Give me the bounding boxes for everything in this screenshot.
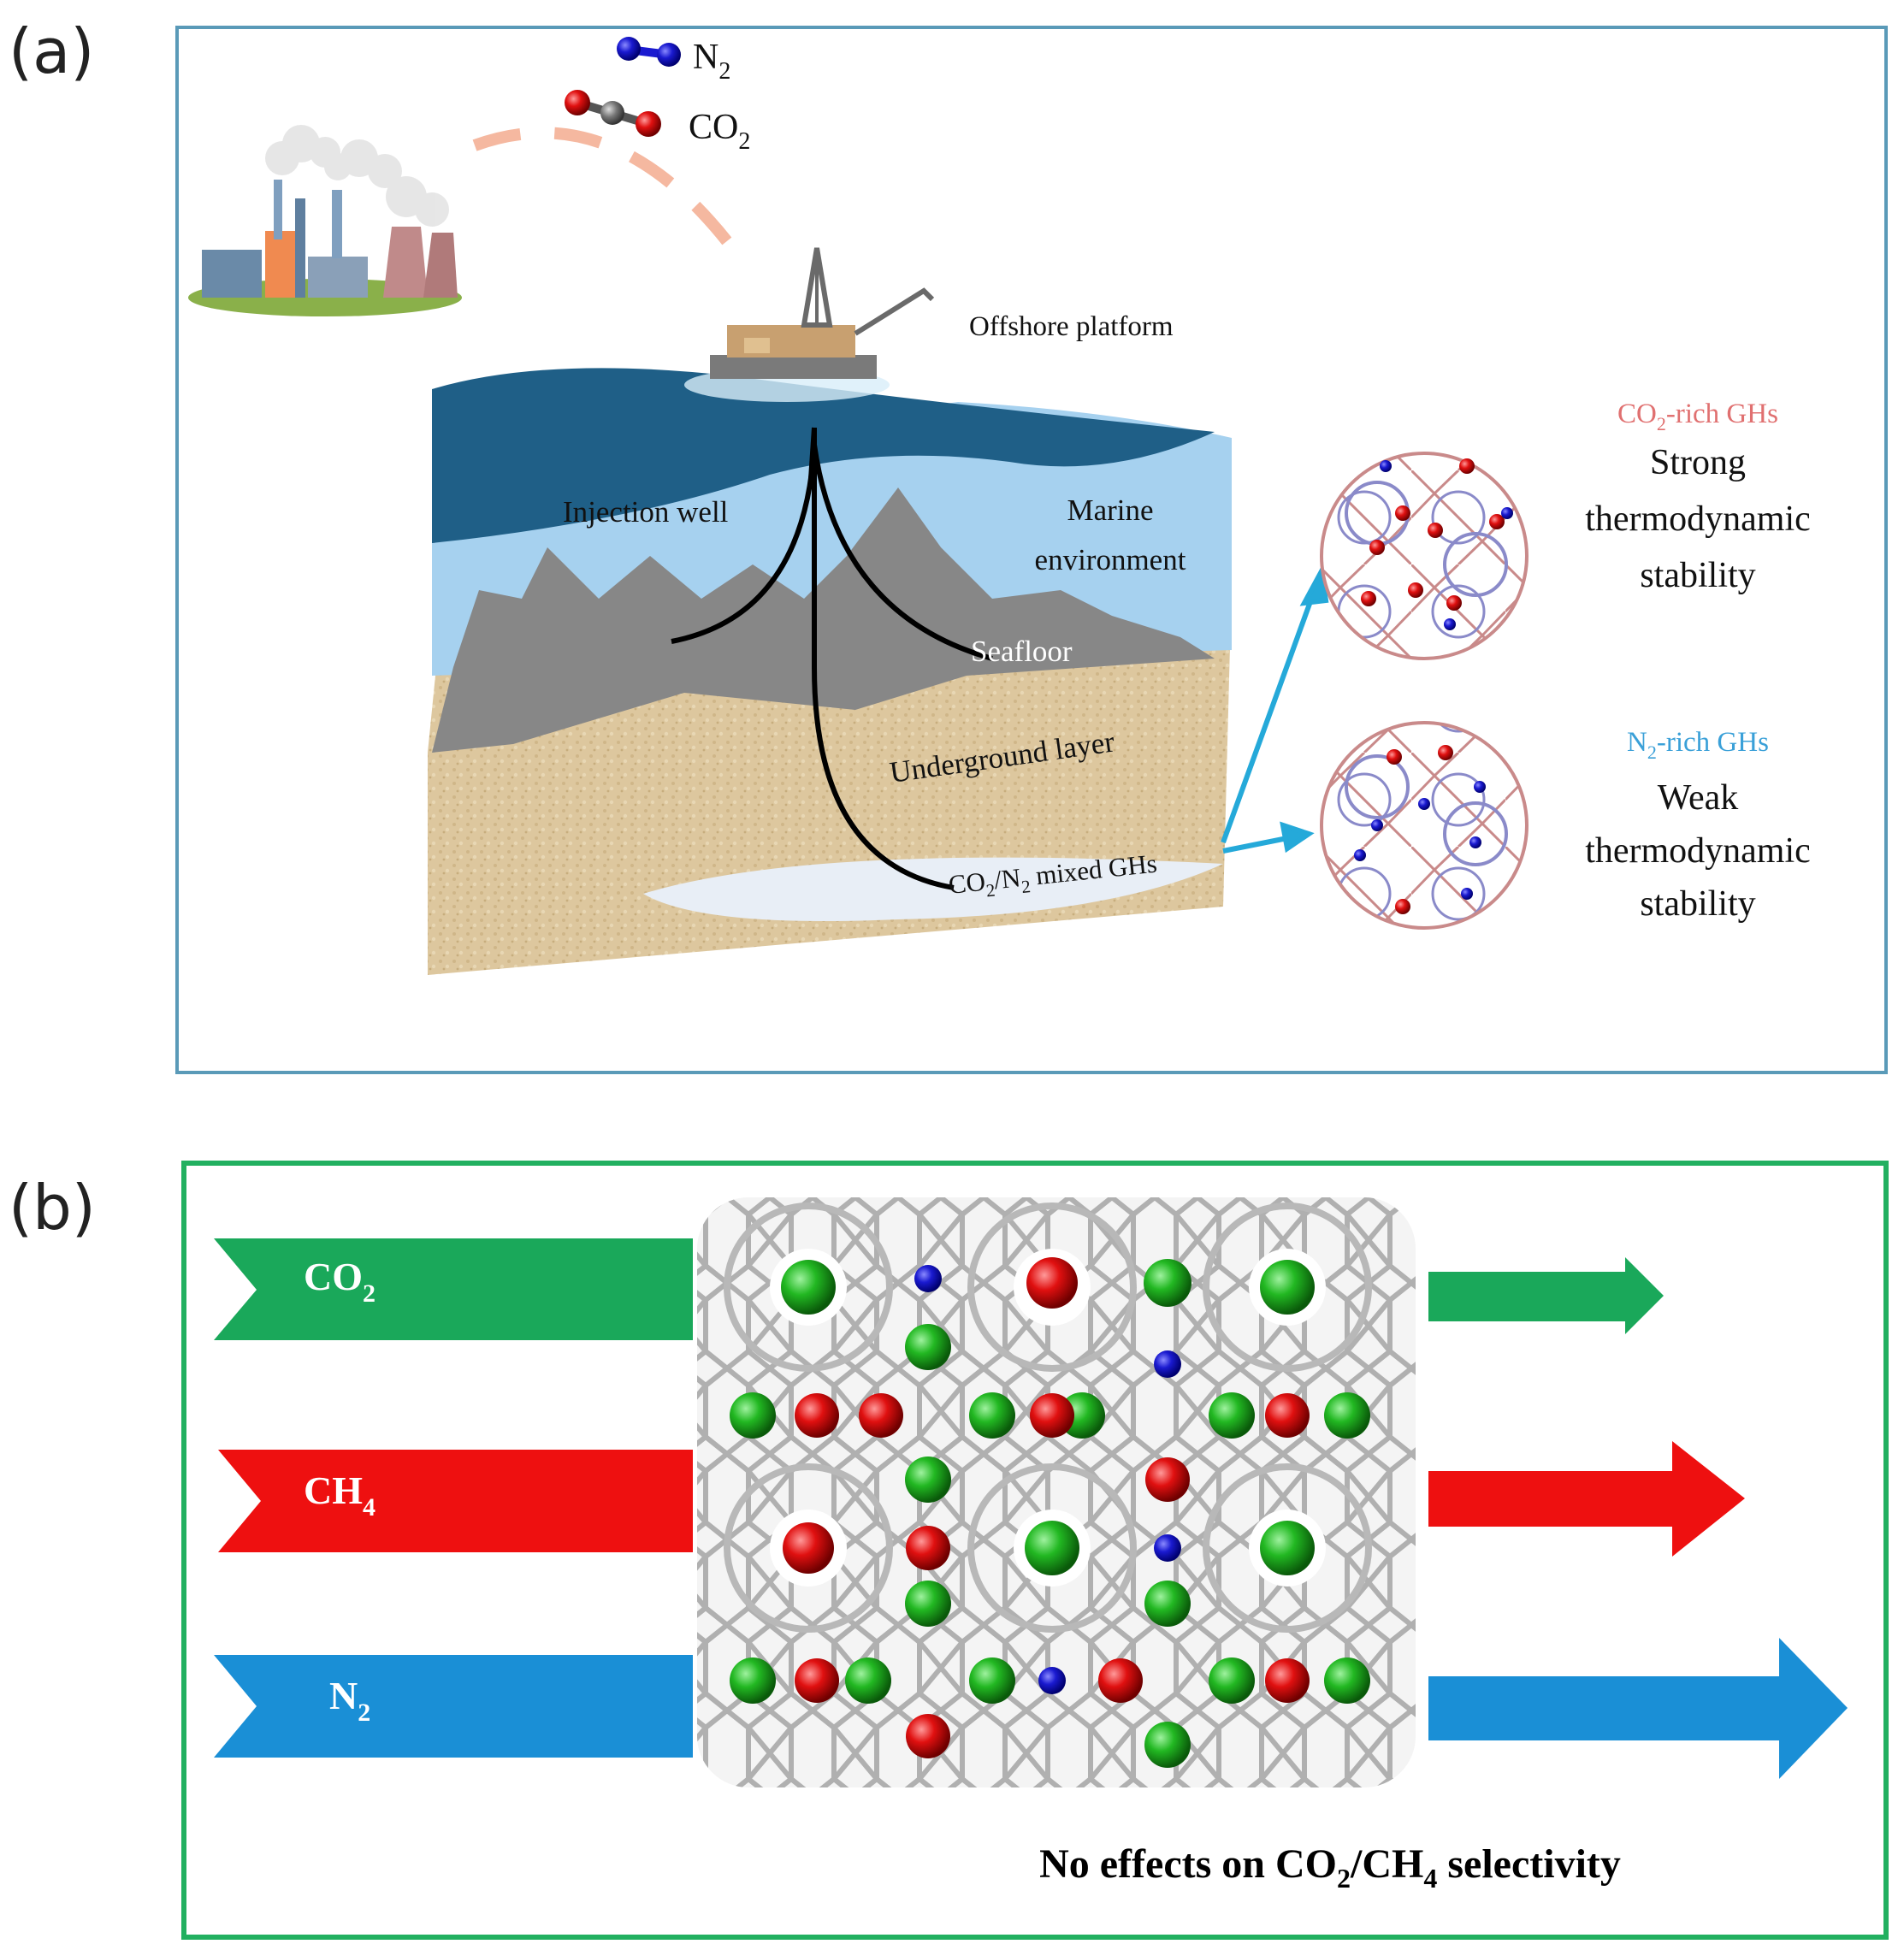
seafloor-label: Seafloor [971,635,1073,668]
n2-molecule-icon [617,37,681,67]
panel-a-label: (a) [9,15,95,87]
factory-illustration [188,125,462,316]
n2-input-arrow [214,1655,693,1758]
offshore-platform-illustration [684,247,935,402]
n2-stability-line-2: thermodynamic [1585,831,1811,871]
ch4-output-arrow [1428,1441,1745,1557]
co2-molecule-icon [565,90,661,137]
n2-output-arrow [1428,1638,1848,1779]
co2-input-arrow [214,1238,693,1340]
geology-cross-section [428,368,1232,975]
offshore-platform-label: Offshore platform [969,311,1174,342]
co2-output-arrow [1428,1257,1664,1334]
n2-stability-line-1: Weak [1658,778,1739,818]
co2-label: CO2 [689,108,750,155]
panel-b-border [181,1161,1889,1940]
panel-b-label: (b) [9,1172,96,1244]
co2-rich-ghs-label: CO2-rich GHs [1617,399,1778,434]
separation-arrows [1221,563,1329,854]
selectivity-caption: No effects on CO2/CH4 selectivity [1039,1841,1621,1894]
injection-well-pipes [671,427,993,890]
injection-well-label: Injection well [563,495,729,529]
co2-stability-line-3: stability [1640,556,1755,595]
n2-stability-line-3: stability [1640,884,1755,924]
co2-stability-line-2: thermodynamic [1585,499,1811,539]
marine-environment-label-2: environment [1035,543,1186,576]
marine-environment-label-1: Marine [1067,493,1153,527]
n2-label: N2 [693,38,730,85]
ch4-input-arrow [218,1450,693,1552]
co2-rich-hydrate-structure [1320,452,1529,660]
panel-a-border [175,26,1888,1074]
ch4-arrow-label: CH4 [304,1468,375,1522]
emission-path [472,127,741,257]
co2-arrow-label: CO2 [304,1255,375,1308]
n2-arrow-label: N2 [329,1674,370,1727]
n2-rich-hydrate-structure [1320,721,1529,930]
co2-stability-line-1: Strong [1650,443,1746,482]
n2-rich-ghs-label: N2-rich GHs [1627,727,1769,763]
hydrate-lattice-structure [697,1197,1416,1787]
